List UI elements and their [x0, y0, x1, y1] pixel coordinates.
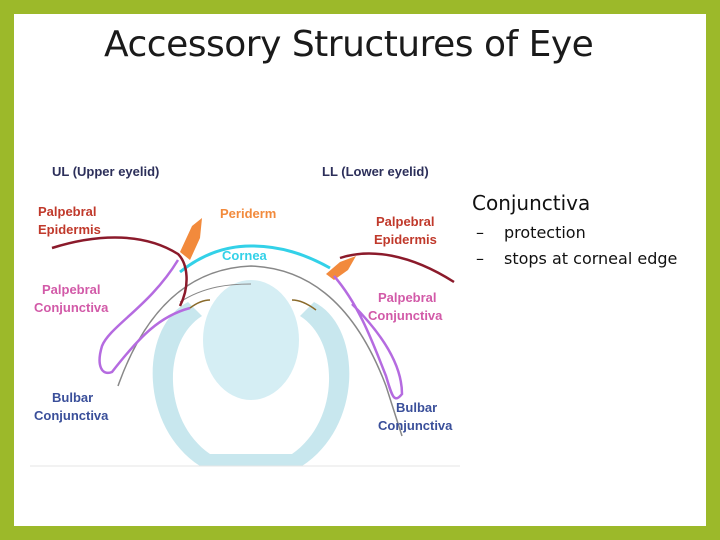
label-palpebral-conjunctiva-left-2: Conjunctiva	[34, 300, 109, 315]
label-lower-eyelid: LL (Lower eyelid)	[322, 164, 429, 179]
label-palpebral-epidermis-right-1: Palpebral	[376, 214, 435, 229]
label-palpebral-conjunctiva-right-2: Conjunctiva	[368, 308, 443, 323]
bullet-text: protection	[504, 223, 586, 242]
lower-eyelid-epidermis	[339, 252, 455, 284]
optic-cup	[152, 302, 350, 466]
slide-title: Accessory Structures of Eye	[104, 24, 594, 65]
label-bulbar-conjunctiva-left-2: Conjunctiva	[34, 408, 109, 423]
label-palpebral-conjunctiva-right-1: Palpebral	[378, 290, 437, 305]
bullet-text: stops at corneal edge	[504, 249, 678, 268]
upper-eyelid-conjunctiva	[98, 259, 191, 375]
bulbar-arc-right	[291, 299, 317, 311]
upper-eyelid-epidermis	[51, 236, 188, 307]
bullet-heading: Conjunctiva	[472, 191, 591, 215]
eye-diagram: UL (Upper eyelid) LL (Lower eyelid) Peri…	[30, 164, 460, 467]
label-bulbar-conjunctiva-left-1: Bulbar	[52, 390, 93, 405]
label-upper-eyelid: UL (Upper eyelid)	[52, 164, 159, 179]
periderm-left	[180, 218, 202, 260]
lower-eyelid-conjunctiva	[333, 275, 404, 400]
cornea-line	[179, 244, 331, 274]
label-bulbar-conjunctiva-right-2: Conjunctiva	[378, 418, 453, 433]
label-palpebral-epidermis-left-1: Palpebral	[38, 204, 97, 219]
label-periderm: Periderm	[220, 206, 276, 221]
bullet-item: – protection	[476, 223, 677, 242]
bullet-list: Conjunctiva – protection – stops at cornea…	[472, 191, 677, 275]
label-cornea: Cornea	[222, 248, 268, 263]
bullet-item: – stops at corneal edge	[476, 249, 677, 268]
label-palpebral-conjunctiva-left-1: Palpebral	[42, 282, 101, 297]
bullet-dash: –	[476, 223, 484, 242]
inner-eye-curve	[179, 283, 252, 303]
slide: Accessory Structures of Eye UL (Upper ey…	[14, 14, 706, 526]
label-palpebral-epidermis-left-2: Epidermis	[38, 222, 101, 237]
lens-vesicle	[203, 280, 299, 400]
bulbar-arc-left	[189, 299, 211, 309]
label-palpebral-epidermis-right-2: Epidermis	[374, 232, 437, 247]
label-bulbar-conjunctiva-right-1: Bulbar	[396, 400, 437, 415]
periderm-right	[326, 256, 356, 280]
bullet-dash: –	[476, 249, 484, 268]
outer-eye-curve	[117, 265, 403, 437]
